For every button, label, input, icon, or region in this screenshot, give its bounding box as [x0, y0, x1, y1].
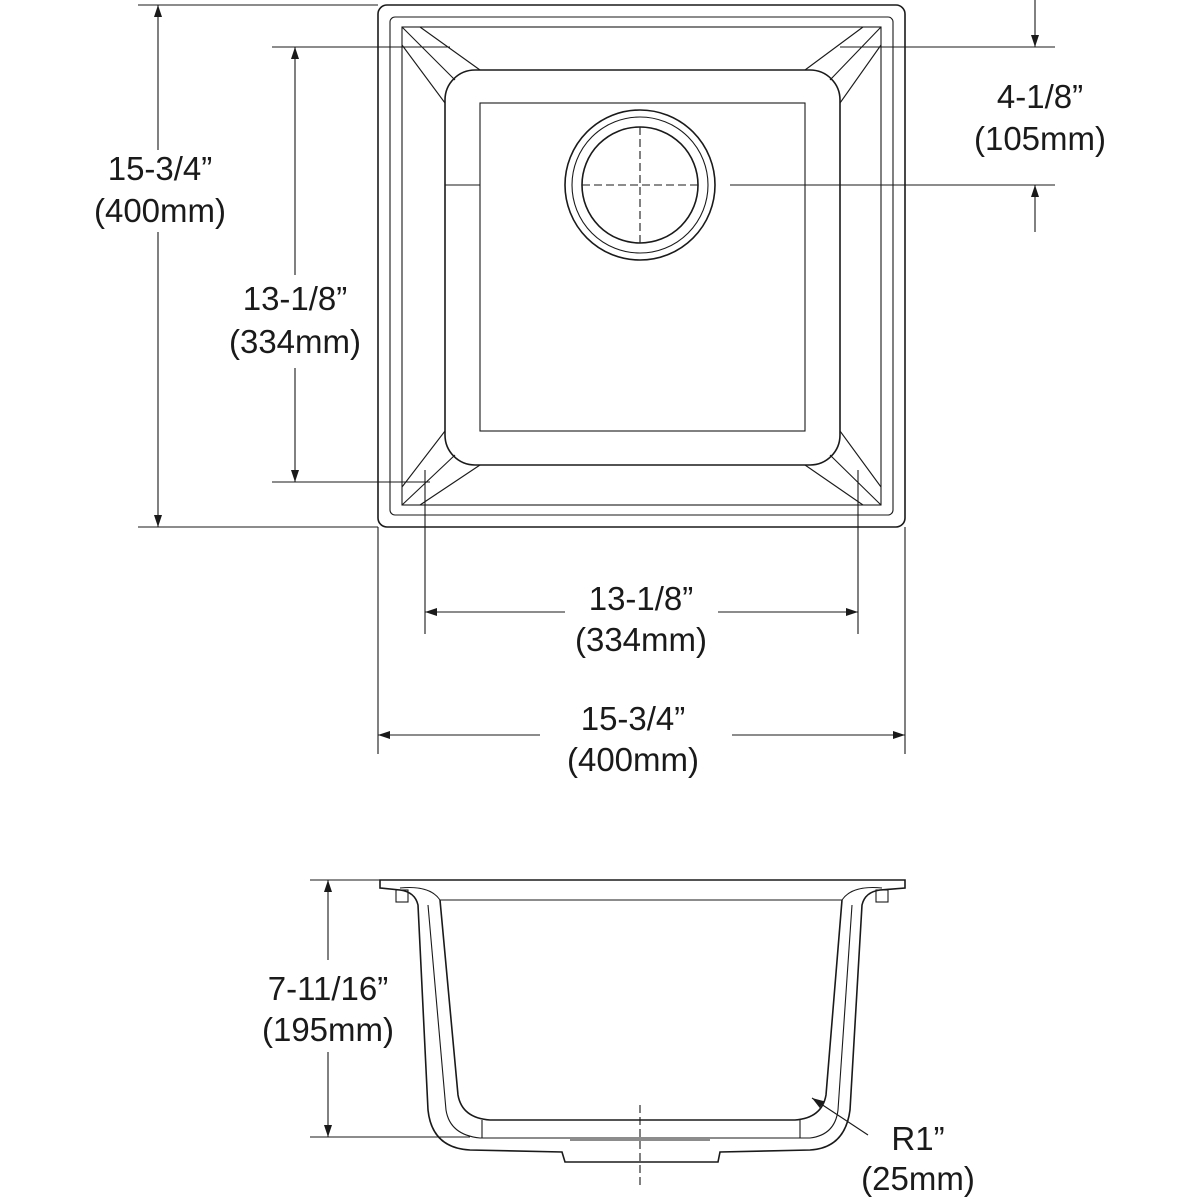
bowl-bottom: [444, 69, 841, 466]
corner-bevels: [401, 26, 882, 506]
depth-metric: (195mm): [262, 1011, 394, 1048]
bowl-height-metric: (334mm): [229, 323, 361, 360]
overall-height-dimension: 15-3/4” (400mm): [94, 4, 378, 528]
bowl-height-dimension: 13-1/8” (334mm): [229, 46, 450, 483]
drain-opening: [564, 109, 716, 261]
bowl-width-imperial: 13-1/8”: [589, 580, 694, 617]
bowl-height-imperial: 13-1/8”: [243, 280, 348, 317]
sink-inner-rim: [389, 16, 894, 516]
side-view: 7-11/16” (195mm) R1” (25mm): [262, 879, 975, 1197]
bowl-width-metric: (334mm): [575, 621, 707, 658]
overall-width-metric: (400mm): [567, 741, 699, 778]
bowl-floor: [479, 102, 806, 432]
overall-height-metric: (400mm): [94, 192, 226, 229]
bowl-wall-thickness: [427, 904, 853, 1139]
overall-height-imperial: 15-3/4”: [108, 150, 213, 187]
overall-width-dimension: 15-3/4” (400mm): [377, 527, 906, 778]
radius-metric: (25mm): [861, 1160, 975, 1197]
drain-offset-dimension: 4-1/8” (105mm): [730, 0, 1106, 232]
depth-imperial: 7-11/16”: [268, 970, 388, 1007]
depth-dimension: 7-11/16” (195mm): [262, 879, 470, 1138]
drain-offset-imperial: 4-1/8”: [997, 78, 1083, 115]
drain-offset-metric: (105mm): [974, 120, 1106, 157]
bowl-width-dimension: 13-1/8” (334mm): [424, 470, 859, 658]
sink-outer-rim: [377, 4, 906, 528]
overall-width-imperial: 15-3/4”: [581, 700, 686, 737]
radius-callout: R1” (25mm): [811, 1097, 975, 1197]
bowl-interior: [439, 899, 843, 1121]
top-view: 15-3/4” (400mm) 13-1/8” (334mm) 4-1/8” (…: [94, 0, 1106, 778]
sink-profile-outer: [379, 879, 906, 1163]
sink-profile-inner: [399, 886, 883, 901]
bowl-top-edge: [401, 26, 882, 506]
mounting-clips: [395, 889, 889, 903]
radius-imperial: R1”: [891, 1120, 944, 1157]
